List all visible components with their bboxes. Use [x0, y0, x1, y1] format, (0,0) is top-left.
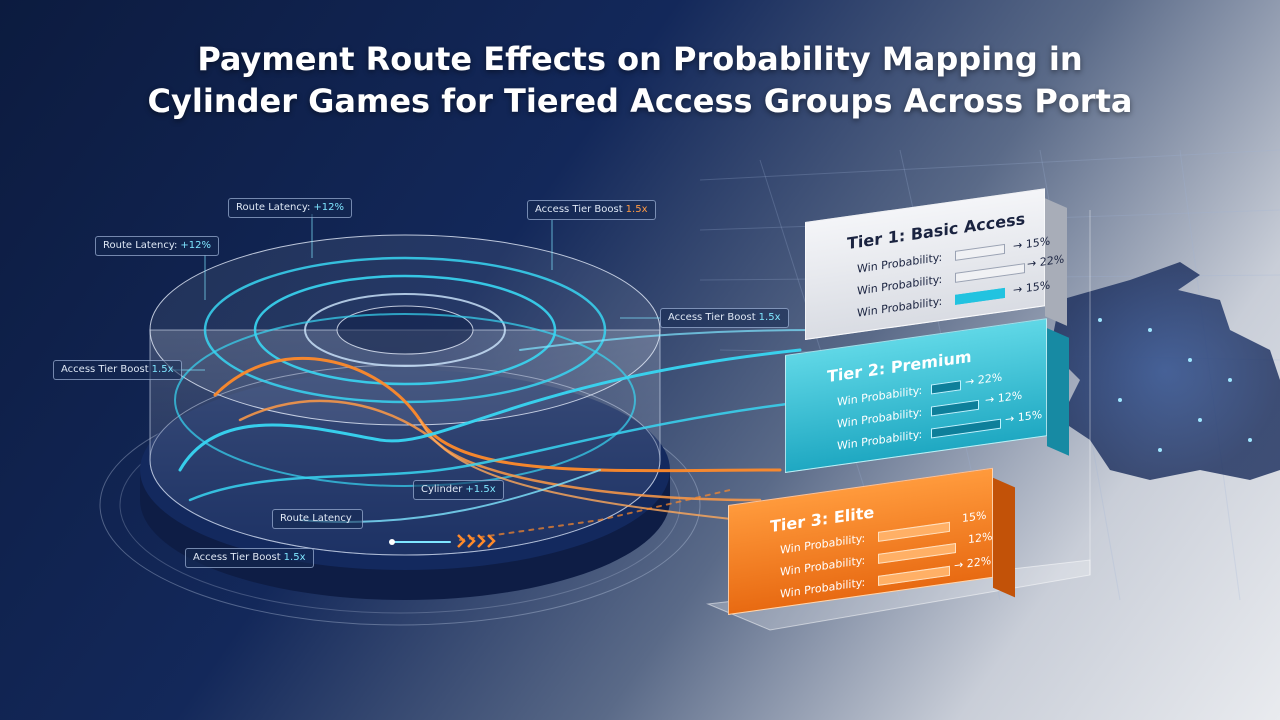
- callout-route-latency-bottom: Route Latency: [272, 509, 363, 529]
- network-map-shape: [1050, 262, 1280, 480]
- network-map-nodes: [1098, 318, 1252, 452]
- route-node: [389, 539, 395, 545]
- cylinder-graphic: [99, 234, 701, 626]
- page-title: Payment Route Effects on Probability Map…: [0, 38, 1280, 122]
- title-line-2: Cylinder Games for Tiered Access Groups …: [147, 82, 1133, 120]
- callout-cylinder: Cylinder+1.5x: [413, 480, 504, 500]
- tier-3-side: [993, 477, 1015, 598]
- route-lines: [178, 329, 822, 543]
- title-line-1: Payment Route Effects on Probability Map…: [197, 40, 1083, 78]
- tier-2-side: [1047, 328, 1069, 456]
- callout-route-latency-left: Route Latency:+12%: [95, 236, 219, 256]
- callout-route-latency-top: Route Latency:+12%: [228, 198, 352, 218]
- arrow-chevrons-icon: [457, 534, 496, 548]
